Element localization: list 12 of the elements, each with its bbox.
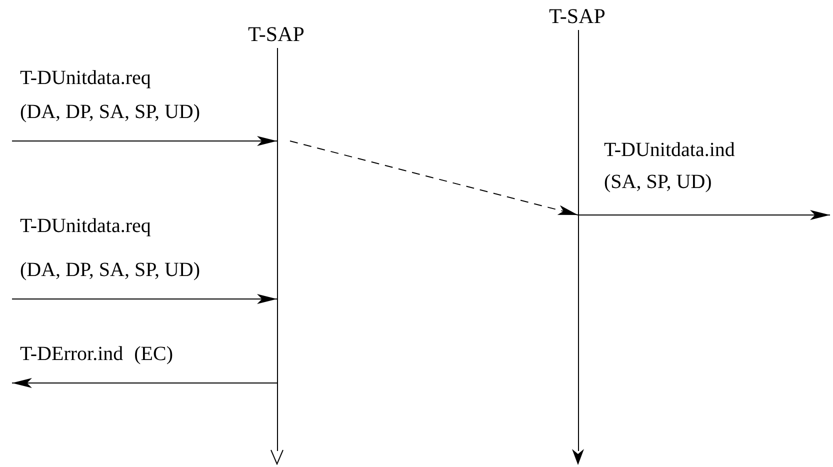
edge-label: T-DUnitdata.req (DA, DP, SA, SP, UD) bbox=[20, 66, 200, 125]
message-arrow bbox=[12, 294, 278, 304]
lifeline-label: T-SAP bbox=[248, 22, 304, 46]
edge-label: T-DUnitdata.ind (SA, SP, UD) bbox=[604, 138, 735, 195]
message-arrow bbox=[578, 210, 830, 220]
dashed-arrow bbox=[290, 140, 578, 216]
edge-label: T-DUnitdata.req (DA, DP, SA, SP, UD) bbox=[20, 214, 200, 283]
lifeline-label: T-SAP bbox=[549, 4, 606, 28]
lifeline bbox=[276, 48, 278, 451]
message-arrow bbox=[12, 136, 278, 146]
edge-label: T-DError.ind (EC) bbox=[20, 342, 174, 367]
message-arrow bbox=[12, 378, 278, 388]
